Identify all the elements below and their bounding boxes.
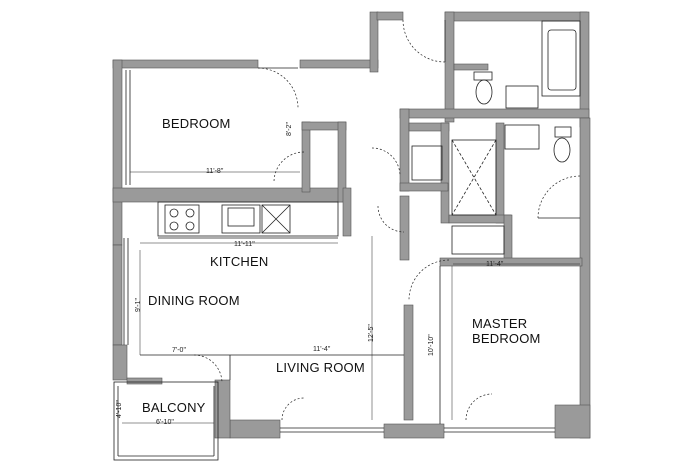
dim-dining-width: 7'-0" <box>172 347 186 354</box>
wall-bedroom-top <box>112 59 259 69</box>
dim-bedroom-height: 8'-2" <box>286 122 293 136</box>
shower <box>451 139 497 216</box>
walls <box>112 11 591 439</box>
wall-closet-left <box>301 121 311 193</box>
dim-balcony-width: 6'-10" <box>156 419 174 426</box>
wall-bath-top <box>444 11 588 22</box>
dim-dining-height: 9'-1" <box>135 298 142 312</box>
wall-mbath-wc <box>495 122 505 224</box>
dim-living-width: 11'-4" <box>313 346 331 353</box>
wall-entry-top <box>376 11 404 21</box>
room-label-bedroom: BEDROOM <box>162 116 231 131</box>
toilet <box>475 79 493 105</box>
wall-closet-right <box>337 121 347 203</box>
wall-bottom-mid <box>383 423 445 439</box>
room-label-kitchen: KITCHEN <box>210 254 269 269</box>
room-label-master-line2: BEDROOM <box>472 331 541 346</box>
wall-bath-divider <box>453 63 489 71</box>
dim-balcony-height: 4'-10" <box>116 400 123 418</box>
room-label-master-line1: MASTER <box>472 316 528 331</box>
room-label-living-room: LIVING ROOM <box>276 360 365 375</box>
wall-left-balcony <box>112 344 128 381</box>
wall-balcony-top <box>126 377 163 385</box>
wall-bath-bottom <box>399 108 590 119</box>
wall-hall-left <box>342 187 352 237</box>
room-label-balcony: BALCONY <box>142 400 206 415</box>
wall-left-lower <box>112 244 123 346</box>
wall-closet-bot <box>448 214 512 224</box>
wall-right-ext <box>579 117 591 439</box>
dim-kitchen-width: 11'-11" <box>234 241 255 248</box>
wall-mbath-lower <box>399 182 449 192</box>
room-label-dining-room: DINING ROOM <box>148 293 240 308</box>
bathtub <box>541 20 581 97</box>
wall-bath-left <box>444 11 455 123</box>
dim-master-height: 10'-10" <box>428 334 435 356</box>
sink <box>505 85 539 109</box>
wall-living-left <box>214 379 231 439</box>
wall-entry-left <box>369 11 379 73</box>
balcony-outline <box>113 381 219 461</box>
wall-bottom-living <box>229 419 281 439</box>
door-swings <box>193 19 581 421</box>
dim-living-height: 12'-5" <box>368 324 375 342</box>
lines <box>113 20 581 461</box>
kitchen-counter <box>157 201 339 237</box>
wall-master-top <box>439 257 583 267</box>
dim-bedroom-width: 11'-8" <box>206 168 224 175</box>
wall-mbath-inner-v <box>440 122 450 224</box>
wall-master-left <box>403 304 414 421</box>
wall-mbath-left <box>399 108 410 192</box>
wall-closet-right <box>503 214 513 266</box>
toilet-master <box>553 137 571 163</box>
wall-bottom-right <box>554 404 591 439</box>
wall-hall-lower <box>399 195 410 261</box>
wall-left-upper <box>112 59 123 191</box>
wall-bedroom-top-right <box>299 59 379 69</box>
washer-dryer <box>411 145 443 181</box>
sink-master <box>504 124 540 150</box>
dim-master-width: 11'-4" <box>486 261 504 268</box>
